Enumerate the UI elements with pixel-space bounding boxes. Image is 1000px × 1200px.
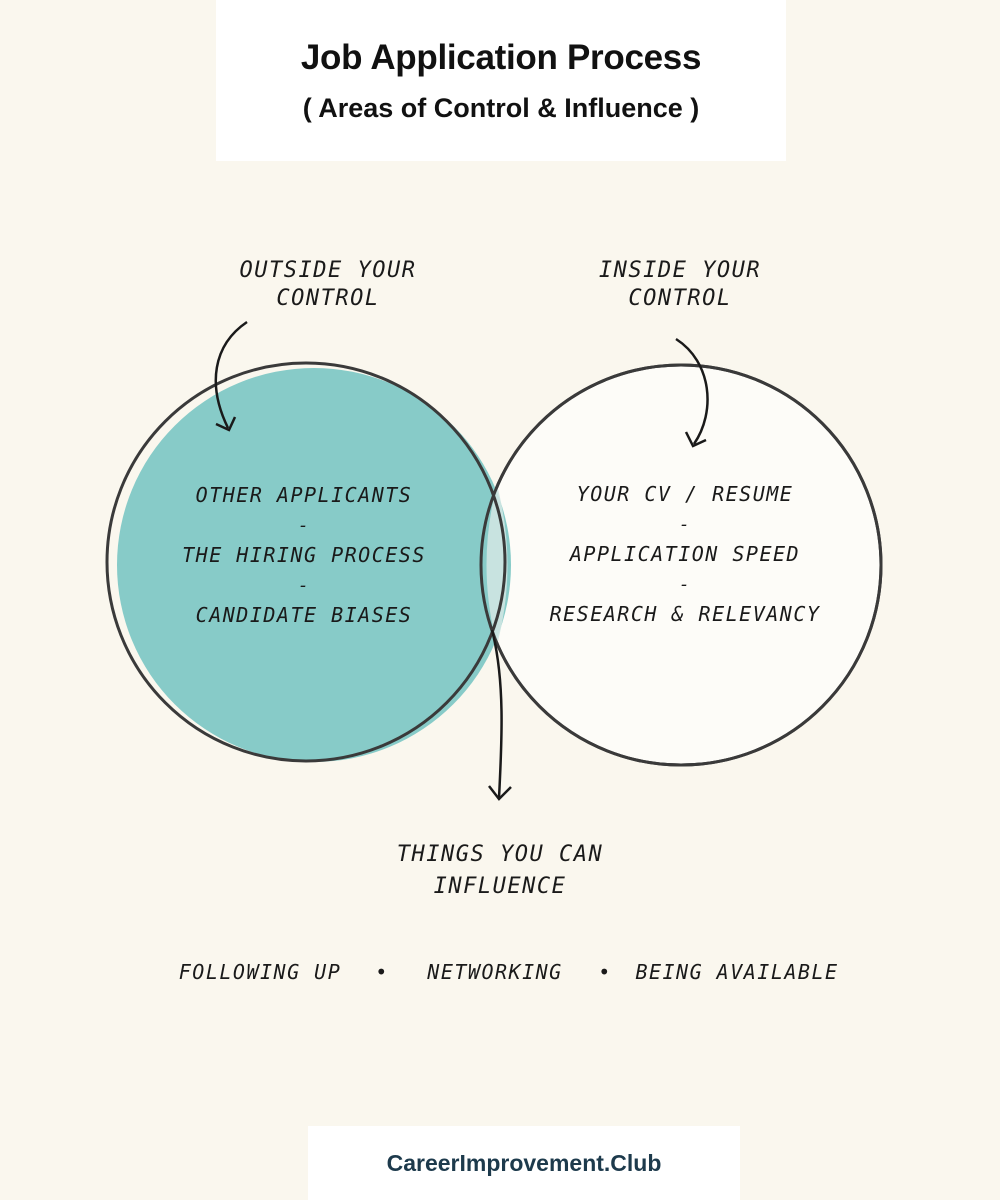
outside-label-line2: CONTROL — [276, 286, 379, 311]
right-separator-2: - — [679, 574, 691, 595]
left-item-2: THE HIRING PROCESS — [182, 543, 426, 567]
right-item-2: APPLICATION SPEED — [568, 542, 800, 566]
left-separator-2: - — [298, 575, 310, 596]
footer-brand[interactable]: CareerImprovement.Club — [386, 1150, 662, 1176]
page-subtitle: ( Areas of Control & Influence ) — [302, 93, 700, 123]
left-item-1: OTHER APPLICANTS — [196, 483, 413, 507]
outside-control-arrow — [214, 320, 248, 429]
right-item-1: YOUR CV / RESUME — [577, 482, 794, 506]
outside-label-line1: OUTSIDE YOUR — [240, 258, 417, 283]
influence-arrow — [490, 629, 503, 799]
influence-label-line2: INFLUENCE — [434, 874, 567, 899]
influence-item-networking: NETWORKING — [426, 960, 562, 984]
right-separator-1: - — [679, 514, 691, 535]
inside-label-line1: INSIDE YOUR — [599, 258, 761, 283]
inside-label-line2: CONTROL — [628, 286, 731, 311]
page-title: Job Application Process — [300, 38, 702, 77]
right-item-3: RESEARCH & RELEVANCY — [550, 602, 821, 626]
inside-control-arrow — [675, 337, 709, 445]
left-separator-1: - — [298, 515, 310, 536]
title-card: Job Application Process ( Areas of Contr… — [216, 0, 786, 161]
influence-item-being-available: BEING AVAILABLE — [635, 960, 838, 984]
influence-label-line1: THINGS YOU CAN — [397, 842, 603, 867]
outside-control-circle — [105, 361, 507, 763]
outside-control-fill — [117, 368, 511, 762]
outside-arrowhead — [215, 416, 237, 432]
bullet-2: • — [598, 960, 612, 984]
bullet-1: • — [375, 960, 389, 984]
left-item-3: CANDIDATE BIASES — [196, 603, 413, 627]
inside-control-outline — [479, 363, 883, 767]
influence-arrowhead — [488, 785, 512, 801]
inside-arrowhead — [684, 431, 707, 448]
footer-card: CareerImprovement.Club — [308, 1126, 740, 1200]
influence-item-following-up: FOLLOWING UP — [179, 960, 342, 984]
